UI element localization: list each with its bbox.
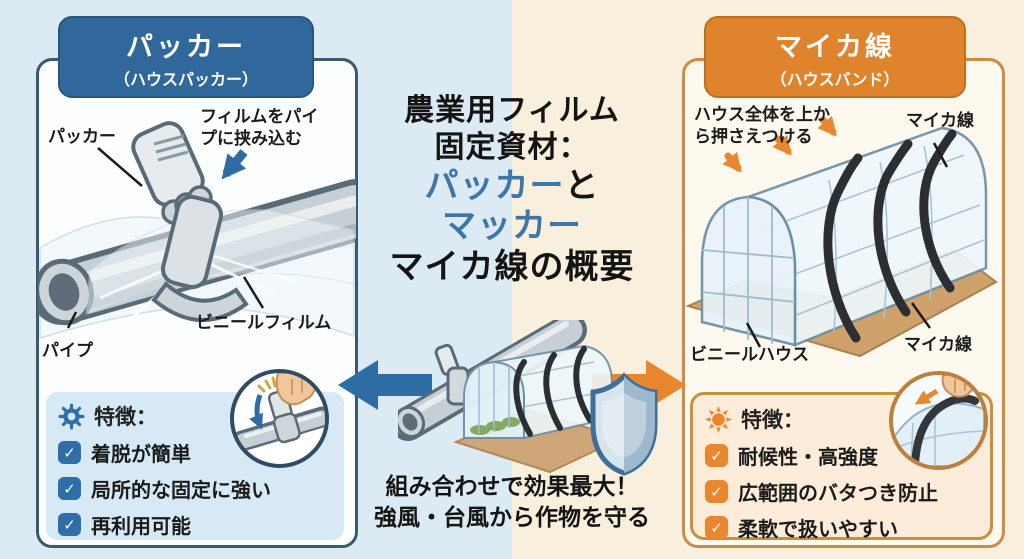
packer-label: パッカー bbox=[48, 127, 116, 146]
left-features-title: 特徴： bbox=[94, 406, 157, 429]
feature-item: ✓ 局所的な固定に強い bbox=[58, 474, 332, 503]
left-panel-header: パッカー （ハウスパッカー） bbox=[58, 16, 314, 98]
check-icon: ✓ bbox=[705, 444, 728, 467]
left-header-subtitle: （ハウスパッカー） bbox=[113, 71, 258, 89]
shield-icon bbox=[590, 372, 658, 476]
center-caption: 組み合わせで効果最大！ 強風・台風から作物を守る bbox=[374, 473, 650, 530]
pipe-leader-line bbox=[66, 311, 78, 329]
crops bbox=[470, 417, 520, 435]
pipe-label: パイプ bbox=[42, 341, 93, 360]
combined-protection-illustration bbox=[398, 320, 658, 476]
check-icon: ✓ bbox=[58, 441, 81, 464]
feature-item: ✓ 着脱が簡単 bbox=[58, 438, 332, 467]
mica-line-top-label: マイカ線 bbox=[906, 111, 974, 130]
band-usage-inset bbox=[889, 371, 988, 470]
right-features-title: 特徴： bbox=[741, 409, 804, 432]
title-line-1: 農業用フィルム bbox=[404, 94, 620, 127]
vinyl-film-label: ビニールフィルム bbox=[196, 313, 332, 332]
left-header-title: パッカー bbox=[126, 31, 246, 62]
title-line-4: マッカー bbox=[442, 207, 582, 246]
hand-pulling-band-illustration bbox=[893, 375, 984, 466]
mica-line-bottom-label: マイカ線 bbox=[904, 335, 972, 354]
mica-bottom-leader-line bbox=[910, 302, 932, 329]
right-header-subtitle: （ハウスバンド） bbox=[770, 71, 900, 89]
feature-item: ✓ 耐候性・高強度 bbox=[705, 441, 978, 470]
arrow-left-icon bbox=[338, 360, 432, 410]
film-clip-note: フィルムをパイ プに挟み込む bbox=[200, 107, 319, 148]
feature-item: ✓ 再利用可能 bbox=[58, 510, 332, 539]
right-header-title: マイカ線 bbox=[775, 31, 895, 62]
motion-lines bbox=[257, 376, 277, 393]
vinyl-house-label: ビニールハウス bbox=[690, 345, 809, 364]
greenhouse-bands-illustration bbox=[685, 115, 998, 358]
feature-item: ✓ 広範囲のバタつき防止 bbox=[705, 477, 978, 506]
title-line-2: 固定資材： bbox=[434, 131, 590, 165]
check-icon: ✓ bbox=[705, 480, 728, 503]
band bbox=[911, 394, 979, 466]
mica-top-leader-line bbox=[932, 142, 949, 168]
mica-bands bbox=[513, 346, 593, 437]
title-line-3: パッカーと bbox=[424, 167, 600, 206]
pull-arrow-icon bbox=[914, 388, 939, 405]
title-line-5: マイカ線の概要 bbox=[389, 247, 635, 286]
check-icon: ✓ bbox=[58, 513, 81, 536]
mica-bands bbox=[823, 129, 957, 343]
vinyl-film-leader-line bbox=[242, 276, 265, 309]
feature-item: ✓ 柔軟で扱いやすい bbox=[705, 513, 978, 542]
main-title: 農業用フィルム 固定資材： パッカーと マッカー マイカ線の概要 bbox=[352, 92, 672, 287]
check-icon: ✓ bbox=[705, 516, 728, 539]
push-down-arrow-icon bbox=[249, 394, 263, 430]
sun-icon bbox=[705, 405, 732, 433]
packer-usage-inset bbox=[230, 369, 329, 468]
press-down-note: ハウス全体を上か ら押さえつける bbox=[694, 105, 830, 146]
packer-clamp-illustration bbox=[38, 121, 356, 340]
right-panel-header: マイカ線 （ハウスバンド） bbox=[704, 16, 966, 98]
hand-clipping-packer-illustration bbox=[234, 373, 325, 452]
press-down-arrow-icons bbox=[722, 115, 837, 173]
clip-direction-arrow-icon bbox=[221, 149, 248, 180]
gear-icon bbox=[58, 403, 85, 429]
packer-leader-line bbox=[97, 147, 143, 187]
vinyl-house-leader-line bbox=[745, 322, 762, 348]
check-icon: ✓ bbox=[58, 477, 81, 500]
